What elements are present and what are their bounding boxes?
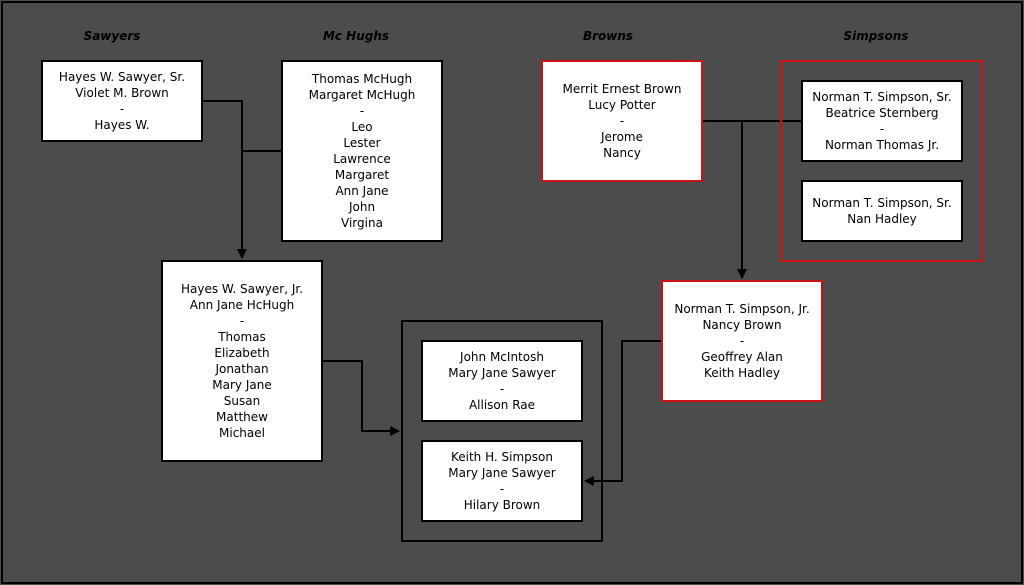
person-name: Keith Hadley [704, 366, 780, 380]
person-name: Merrit Ernest Brown [562, 82, 682, 96]
person-name: Thomas McHugh [311, 72, 413, 86]
person-name: Elizabeth [214, 346, 270, 360]
person-name: Nancy Brown [702, 318, 782, 332]
person-name: Leo [351, 120, 373, 134]
person-name: Lester [343, 136, 381, 150]
person-name: Geoffrey Alan [701, 350, 783, 364]
person-name: Hayes W. Sawyer, Jr. [180, 282, 304, 296]
person-name: Norman T. Simpson, Jr. [674, 302, 810, 316]
person-name: Mary Jane Sawyer [448, 466, 556, 480]
person-name: Norman T. Simpson, Sr. [812, 196, 952, 210]
person-name: Nan Hadley [847, 212, 917, 226]
person-name: Hayes W. [94, 118, 150, 132]
separator: - [119, 102, 125, 116]
heading-simpsons: Simpsons [843, 29, 909, 43]
family-box-simpson-sr-sternberg[interactable]: Norman T. Simpson, Sr. Beatrice Sternberg… [801, 80, 963, 162]
person-name: Lucy Potter [588, 98, 656, 112]
family-box-simpson-jr[interactable]: Norman T. Simpson, Jr. Nancy Brown - Geoffr… [661, 280, 823, 402]
person-name: Thomas [218, 330, 266, 344]
family-box-sawyer-jr[interactable]: Hayes W. Sawyer, Jr. Ann Jane HcHugh - Thom… [161, 260, 323, 462]
grandchildren-group [401, 320, 603, 542]
separator: - [619, 114, 625, 128]
person-name: Jonathan [215, 362, 269, 376]
separator: - [879, 122, 885, 136]
person-name: Violet M. Brown [75, 86, 169, 100]
person-name: Margaret [334, 168, 390, 182]
person-name: Lawrence [333, 152, 391, 166]
family-box-sawyer-sr[interactable]: Hayes W. Sawyer, Sr. Violet M. Brown - Haye… [41, 60, 203, 142]
separator: - [499, 482, 505, 496]
separator: - [499, 382, 505, 396]
heading-browns: Browns [582, 29, 634, 43]
person-name: Hilary Brown [463, 498, 541, 512]
person-name: Keith H. Simpson [450, 450, 553, 464]
separator: - [239, 314, 245, 328]
person-name: Jerome [600, 130, 643, 144]
person-name: Virgina [341, 216, 383, 230]
person-name: Hayes W. Sawyer, Sr. [58, 70, 186, 84]
simpsons-group [780, 60, 983, 262]
person-name: Mary Jane Sawyer [448, 366, 556, 380]
person-name: Matthew [216, 410, 268, 424]
person-name: Mary Jane [212, 378, 272, 392]
heading-sawyers: Sawyers [83, 29, 141, 43]
separator: - [739, 334, 745, 348]
person-name: Susan [223, 394, 261, 408]
heading-mchughs: Mc Hughs [322, 29, 390, 43]
person-name: Norman Thomas Jr. [824, 138, 940, 152]
person-name: Margaret McHugh [308, 88, 416, 102]
person-name: Norman T. Simpson, Sr. [812, 90, 952, 104]
person-name: Beatrice Sternberg [825, 106, 939, 120]
person-name: Michael [219, 426, 265, 440]
person-name: Allison Rae [468, 398, 536, 412]
person-name: Ann Jane [335, 184, 389, 198]
person-name: John McIntosh [460, 350, 544, 364]
person-name: John [348, 200, 376, 214]
person-name: Nancy [603, 146, 641, 160]
person-name: Ann Jane HcHugh [189, 298, 295, 312]
family-box-simpson-sr-hadley[interactable]: Norman T. Simpson, Sr. Nan Hadley [801, 180, 963, 242]
separator: - [359, 104, 365, 118]
